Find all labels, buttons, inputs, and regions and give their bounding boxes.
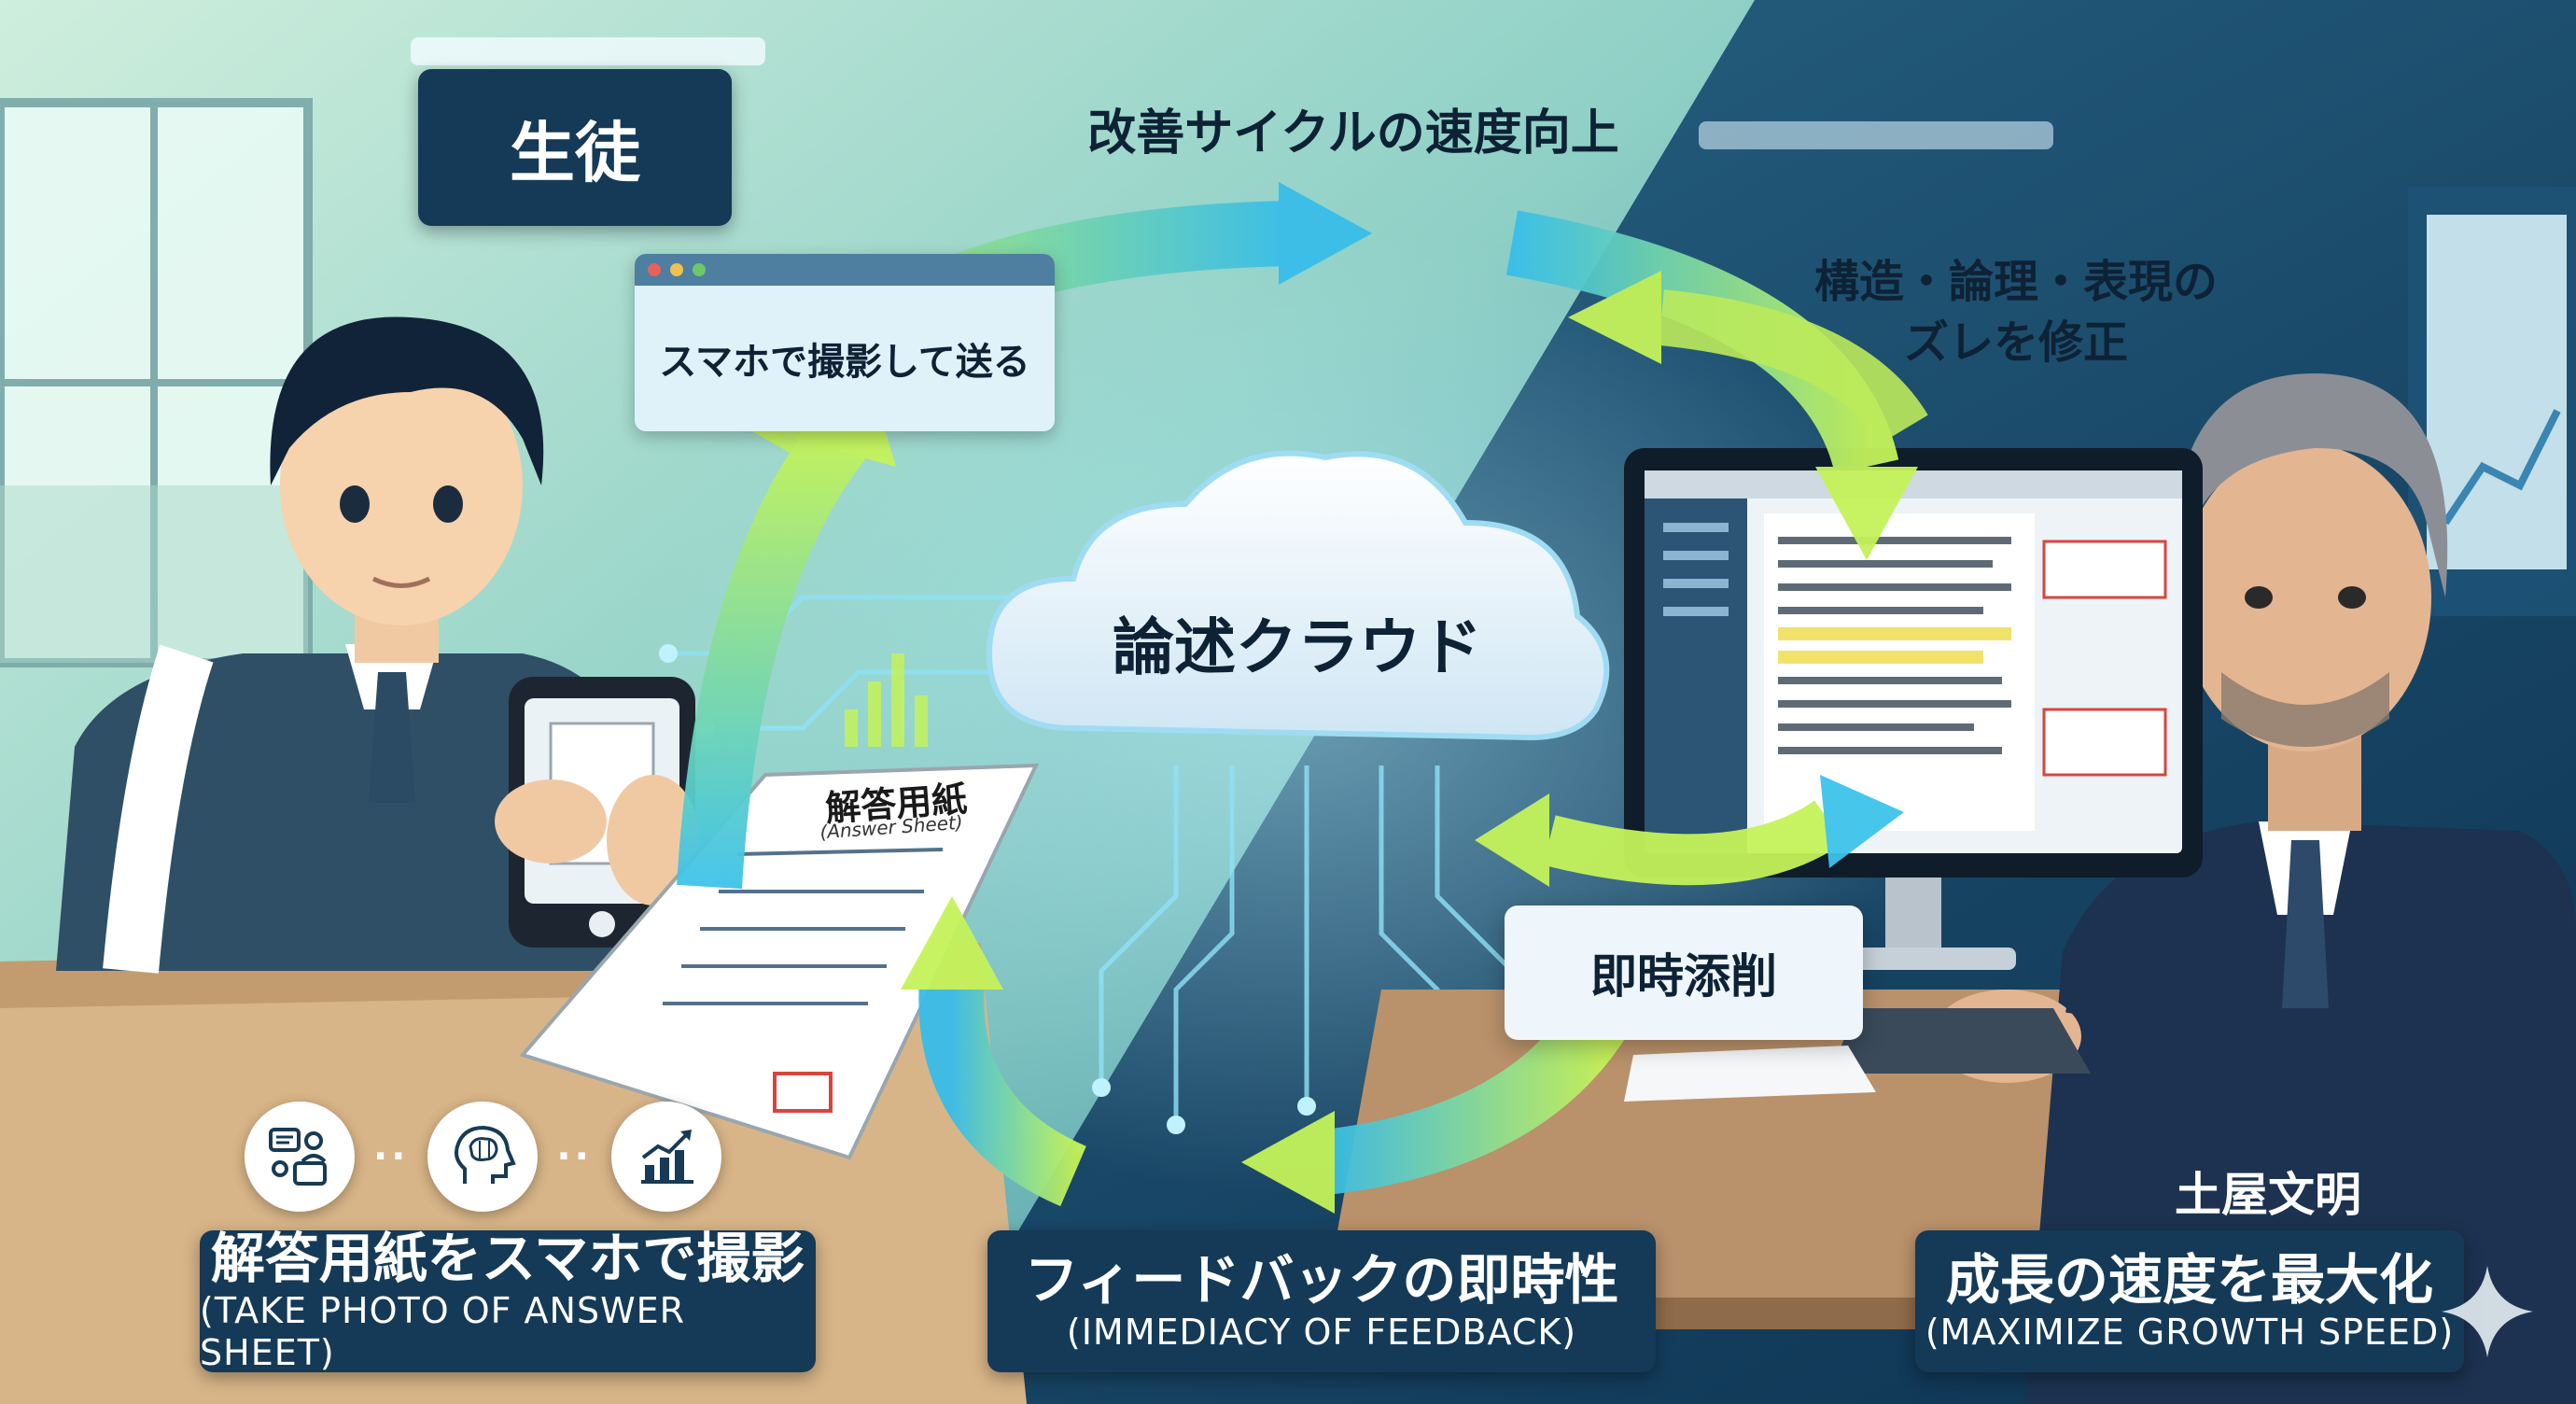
caption-feedback: フィードバックの即時性 (IMMEDIACY OF FEEDBACK) bbox=[987, 1230, 1656, 1372]
cycle-title: 改善サイクルの速度向上 bbox=[1087, 105, 1619, 161]
sparkle-icon bbox=[2436, 1260, 2539, 1367]
student-role-label: 生徒 bbox=[418, 69, 732, 226]
growth-chart-icon bbox=[610, 1102, 721, 1212]
cloud-label: 論述クラウド bbox=[1113, 611, 1482, 683]
brain-head-icon bbox=[427, 1102, 539, 1212]
window-titlebar bbox=[635, 254, 1055, 286]
caption-subtitle: (MAXIMIZE GROWTH SPEED) bbox=[1925, 1311, 2455, 1353]
student-figure bbox=[56, 316, 700, 974]
caption-growth: 成長の速度を最大化 (MAXIMIZE GROWTH SPEED) bbox=[1915, 1230, 2464, 1372]
caption-title: フィードバックの即時性 bbox=[1024, 1247, 1619, 1312]
caption-title: 解答用紙をスマホで撮影 bbox=[210, 1227, 805, 1291]
window-dot-icon bbox=[670, 263, 683, 276]
student-action-text: スマホで撮影して送る bbox=[659, 341, 1030, 384]
dots-separator: ·· bbox=[556, 1135, 593, 1178]
chat-person-icon bbox=[245, 1102, 355, 1212]
caption-subtitle: (TAKE PHOTO OF ANSWER SHEET) bbox=[200, 1289, 686, 1374]
caption-subtitle: (IMMEDIACY OF FEEDBACK) bbox=[1066, 1311, 1577, 1353]
caption-take-photo: 解答用紙をスマホで撮影 (TAKE PHOTO OF ANSWER SHEET) bbox=[200, 1227, 816, 1374]
monitor bbox=[1624, 448, 2203, 1102]
cloud-shape bbox=[986, 450, 1610, 741]
window-dot-icon bbox=[693, 263, 706, 276]
window-dot-icon bbox=[648, 263, 661, 276]
icon-row: ·· ·· bbox=[245, 1102, 721, 1212]
correction-note: 構造・論理・表現の ズレを修正 bbox=[1813, 256, 2218, 369]
dots-separator: ·· bbox=[373, 1135, 410, 1178]
student-action-window: スマホで撮影して送る bbox=[635, 254, 1055, 431]
window bbox=[0, 98, 313, 667]
teacher-name: 土屋文明 bbox=[2175, 1168, 2361, 1222]
instant-correction-label: 即時添削 bbox=[1505, 906, 1863, 1040]
caption-title: 成長の速度を最大化 bbox=[1945, 1247, 2433, 1312]
answer-sheet-paper bbox=[519, 763, 1040, 1160]
